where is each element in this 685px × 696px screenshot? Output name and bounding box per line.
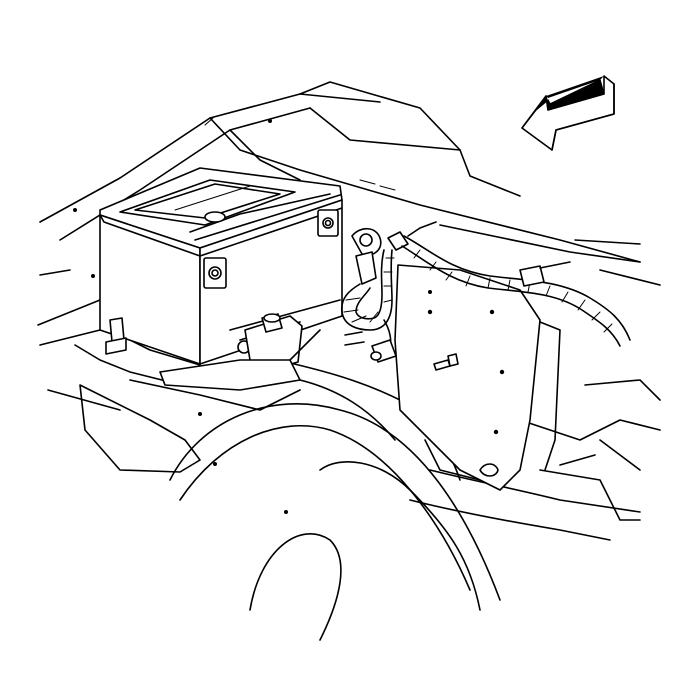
tray-bolt: [105, 317, 127, 355]
inner-fender-panel: [394, 264, 541, 491]
frame-rail: [519, 321, 661, 521]
arrow-icon: [521, 75, 615, 151]
hold-down-bracket: [159, 313, 321, 391]
battery: [99, 167, 343, 365]
battery-cable: [340, 221, 631, 363]
fender-bolt: [433, 353, 459, 371]
battery-tray: [37, 269, 301, 473]
